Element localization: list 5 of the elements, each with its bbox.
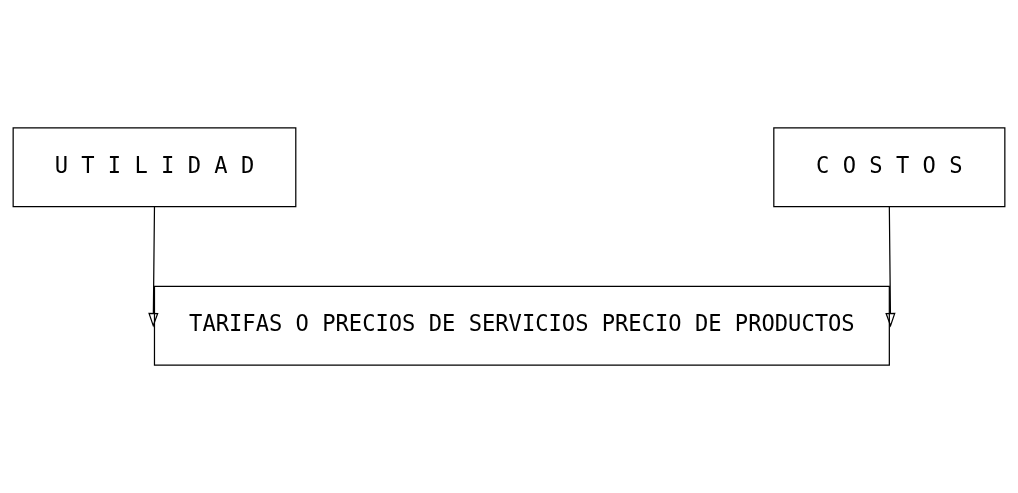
node-box: U T I L I D A D xyxy=(12,127,297,208)
node-box: C O S T O S xyxy=(773,127,1006,208)
node-box: TARIFAS O PRECIOS DE SERVICIOS PRECIO DE PRODUCTOS xyxy=(153,285,890,366)
arrow xyxy=(148,205,159,328)
arrow xyxy=(885,205,896,328)
